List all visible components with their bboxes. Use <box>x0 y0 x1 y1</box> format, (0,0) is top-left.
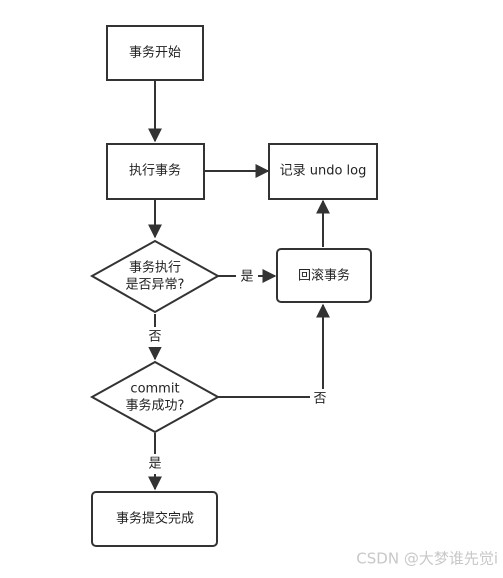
edge-label-yes-rollback: 是 <box>240 270 253 285</box>
node-exception-q-diamond <box>89 239 221 314</box>
node-commit-q-line2: 事务成功? <box>126 398 185 414</box>
node-commit-q-line1: commit <box>130 382 179 397</box>
node-rollback-label: 回滚事务 <box>298 268 350 284</box>
edge-label-no-rollback: 否 <box>313 392 326 407</box>
edge-label-no-commit-q: 否 <box>148 330 161 345</box>
node-commit-done-label: 事务提交完成 <box>116 511 194 527</box>
node-exception-q-line2: 是否异常? <box>126 278 185 293</box>
node-commit-q-diamond <box>89 360 221 434</box>
node-execute-label: 执行事务 <box>129 163 181 179</box>
node-exception-q-line1: 事务执行 <box>129 260 181 276</box>
watermark: CSDN @大梦谁先觉i <box>356 550 498 568</box>
node-execute-box <box>106 143 205 200</box>
edge-label-yes-done: 是 <box>148 457 161 472</box>
node-commit-done-box <box>91 491 218 547</box>
node-undo-log-box <box>268 143 378 200</box>
node-start-label: 事务开始 <box>129 45 181 61</box>
node-start-box <box>106 25 204 81</box>
node-undo-log-label: 记录 undo log <box>280 164 367 179</box>
node-rollback-box <box>276 248 372 303</box>
edge-commit-q-to-rollback <box>218 303 330 398</box>
